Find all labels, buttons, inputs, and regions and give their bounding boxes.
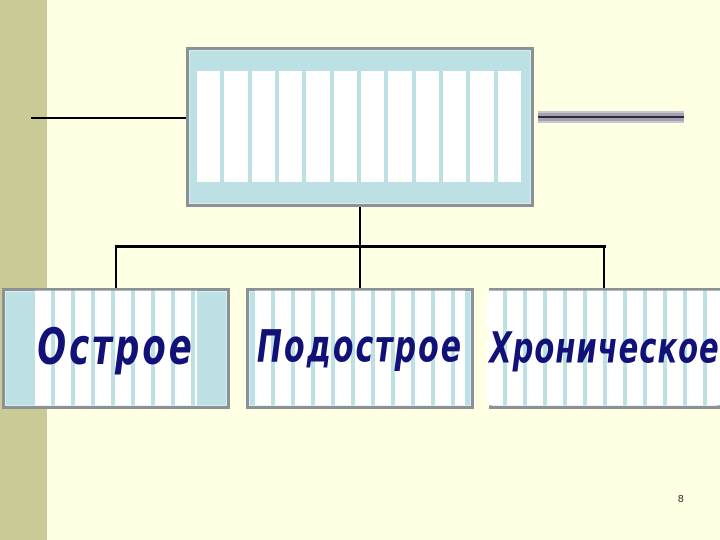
- root-node: [186, 47, 534, 207]
- trunk-line: [359, 207, 361, 247]
- left-decor-band: [0, 0, 47, 540]
- left-connector-line: [31, 117, 186, 119]
- right-connector-bar: [538, 111, 684, 123]
- node-subacute-label: Подострое: [254, 290, 466, 406]
- root-node-stripes: [197, 71, 521, 182]
- page-number: 8: [677, 494, 684, 505]
- node-chronic: Хроническое: [487, 288, 720, 409]
- node-subacute: Подострое: [246, 288, 474, 409]
- node-chronic-label: Хроническое: [487, 290, 720, 406]
- node-acute: Острое: [2, 288, 230, 409]
- node-acute-label: Острое: [35, 290, 197, 406]
- branch-line-right: [603, 245, 605, 288]
- branch-line-left: [115, 245, 117, 288]
- branch-line-center: [359, 245, 361, 288]
